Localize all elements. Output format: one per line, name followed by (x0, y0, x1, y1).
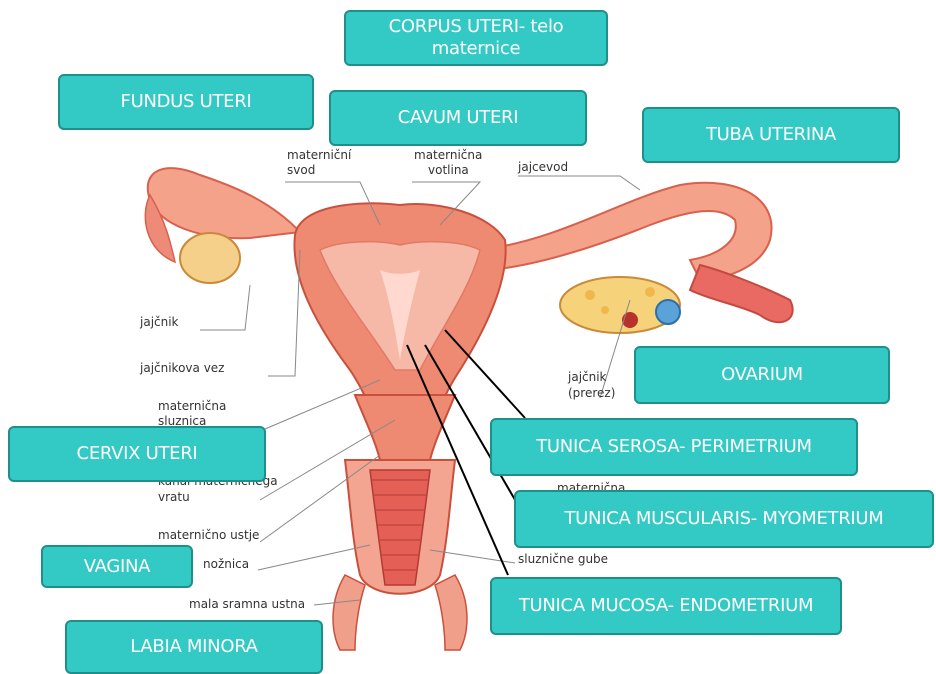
right-fimbriae (690, 265, 793, 322)
label-maternicna-votlina-1: maternična (414, 148, 482, 162)
label-maternicna-votlina-2: votlina (428, 163, 469, 177)
box-cavum-uteri: CAVUM UTERI (329, 90, 587, 146)
label-jajcnik-prerez-1: jajčnik (568, 370, 607, 384)
label-maternicna-sluznica-1: maternična (158, 399, 226, 413)
box-tunica-mucosa: TUNICA MUCOSA- ENDOMETRIUM (490, 577, 842, 635)
right-tube (480, 183, 772, 280)
cervix (355, 395, 455, 460)
label-jajcnik: jajčnik (140, 315, 179, 329)
label-kanal-2: vratu (158, 490, 190, 504)
label-maternicni-svod-1: materniční (287, 148, 351, 162)
box-cervix-uteri: CERVIX UTERI (8, 426, 266, 482)
label-jajcevod: jajcevod (518, 160, 568, 174)
label-maternicni-svod-2: svod (287, 163, 315, 177)
box-vagina: VAGINA (41, 545, 193, 588)
label-noznica: nožnica (203, 557, 249, 571)
left-ovary (180, 233, 240, 283)
left-tube (148, 168, 300, 238)
box-tunica-serosa: TUNICA SEROSA- PERIMETRIUM (490, 418, 858, 476)
label-mala-sramna-ustna: mala sramna ustna (189, 597, 305, 611)
label-jajcnik-prerez-2: (prerez) (568, 386, 615, 400)
box-labia-minora: LABIA MINORA (65, 620, 323, 674)
label-sluznicne-gube: sluznične gube (518, 552, 608, 566)
ovary-spot (585, 290, 595, 300)
label-jajcnikova-vez: jajčnikova vez (140, 361, 224, 375)
box-ovarium: OVARIUM (634, 346, 890, 404)
box-corpus-uteri: CORPUS UTERI- telo maternice (344, 10, 608, 66)
box-fundus-uteri: FUNDUS UTERI (58, 74, 314, 130)
ovary-spot (601, 306, 609, 314)
right-labium (435, 575, 467, 650)
ovary-follicle-blue (656, 300, 680, 324)
box-tunica-muscularis: TUNICA MUSCULARIS- MYOMETRIUM (514, 490, 934, 548)
label-maternicno-ustje: maternično ustje (158, 528, 259, 542)
left-labium (333, 575, 365, 650)
ovary-spot (645, 287, 655, 297)
box-tuba-uterina: TUBA UTERINA (642, 107, 900, 163)
